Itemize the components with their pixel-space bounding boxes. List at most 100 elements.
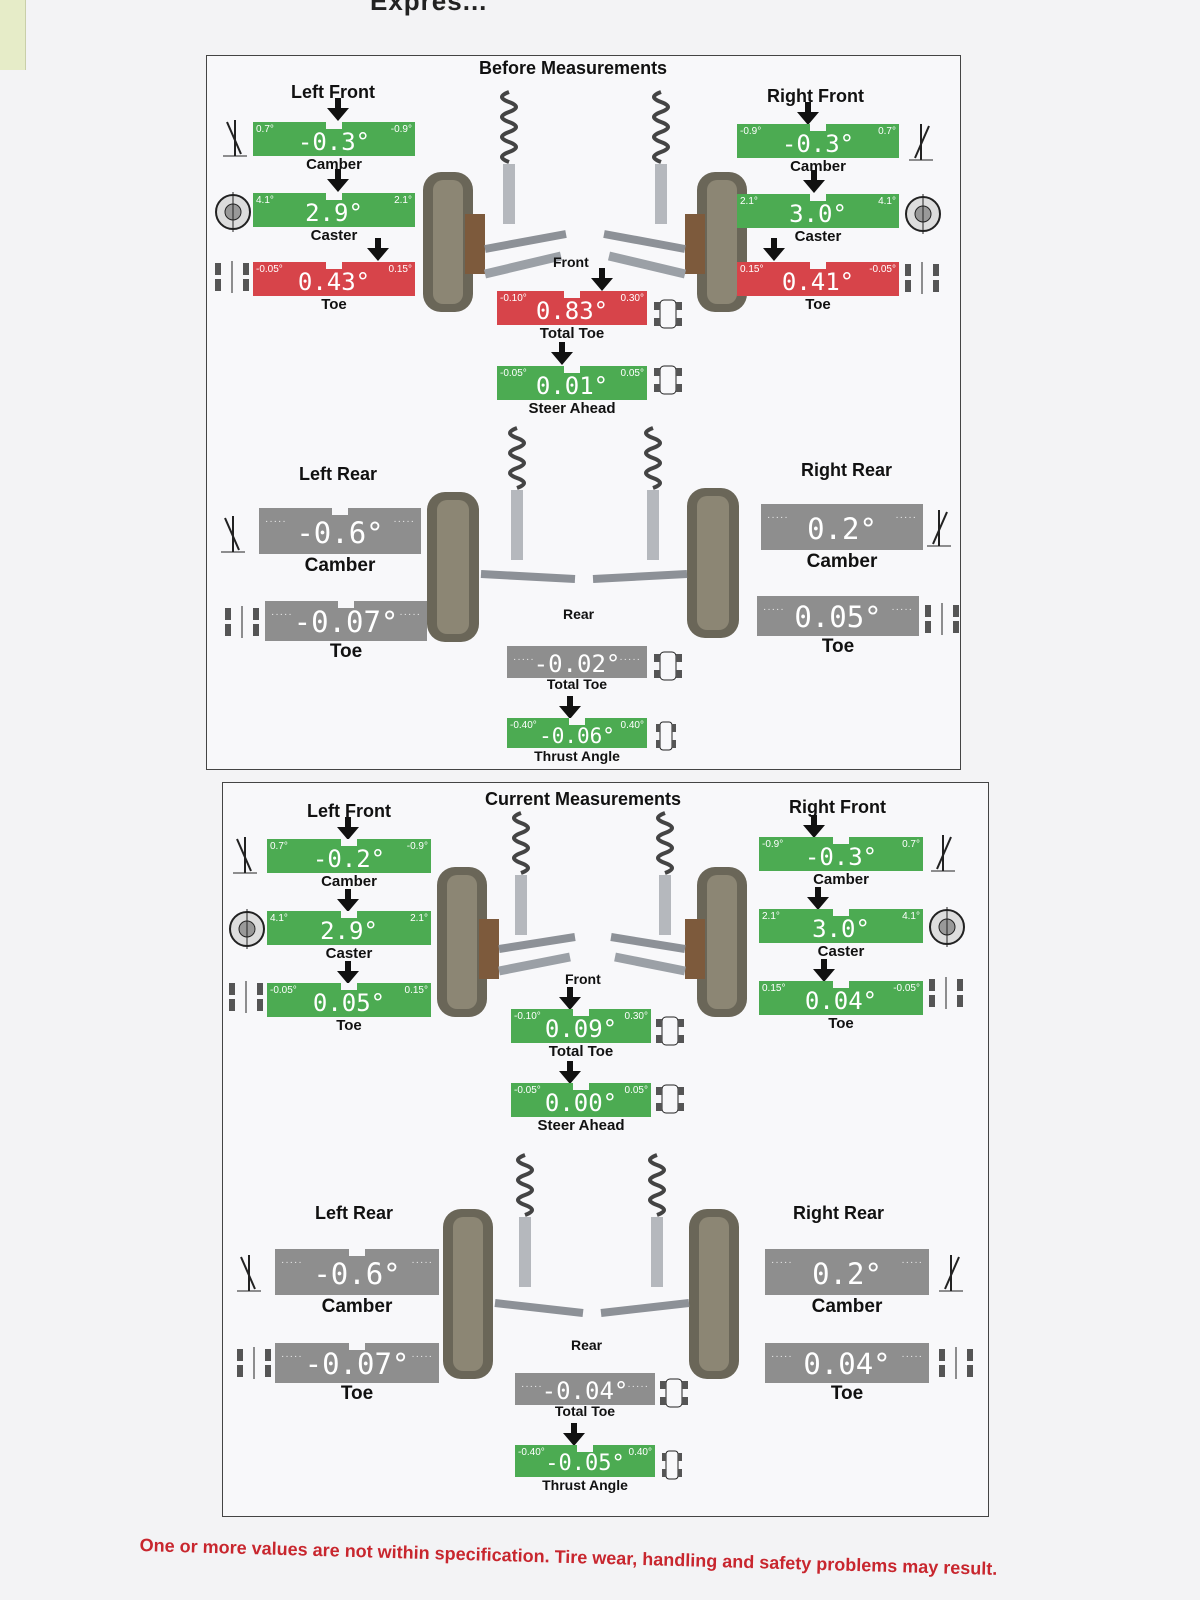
rr-camber-gauge: ····· ····· 0.2° Camber: [761, 504, 923, 574]
gauge-label: Caster: [817, 943, 865, 960]
gauge-min: -0.40°: [510, 720, 537, 731]
camber-icon: [237, 1255, 261, 1292]
rf-caster-gauge: 2.1° 4.1° 3.0° Caster: [759, 909, 923, 961]
gauge-bar: ····· ····· 0.2°: [761, 504, 923, 550]
gauge-value: 0.09°: [544, 1015, 618, 1043]
gauge-bar: 0.7° -0.9° -0.2°: [267, 839, 431, 873]
gauge-min: 4.1°: [256, 195, 274, 206]
front-suspension-diagram: [423, 90, 747, 312]
gauge-max: 4.1°: [902, 911, 920, 922]
gauge-value: 0.00°: [544, 1089, 618, 1117]
gauge-bar: ····· ····· -0.04°: [515, 1373, 655, 1405]
gauge-label: Total Toe: [546, 676, 608, 692]
toe-icon: [939, 1347, 973, 1379]
paper-edge: [0, 0, 26, 70]
gauge-min: ·····: [281, 1351, 303, 1362]
gauge-min: -0.05°: [270, 985, 297, 996]
vehicle-icon: [660, 1378, 688, 1408]
gauge-value: 2.9°: [305, 199, 363, 227]
out-of-spec-warning: One or more values are not within specif…: [139, 1535, 998, 1579]
gauge-min: 4.1°: [270, 913, 288, 924]
gauge-bar: 4.1° 2.1° 2.9°: [267, 911, 431, 945]
gauge-max: -0.9°: [390, 124, 412, 135]
panel-title: Before Measurements: [479, 58, 668, 78]
gauge-max: ·····: [901, 1257, 923, 1268]
gauge-value: 0.43°: [297, 268, 371, 296]
indicator-arrow: [803, 170, 825, 193]
caster-icon: [929, 907, 965, 947]
rr-toe-gauge: ····· ····· 0.05° Toe: [757, 596, 919, 666]
camber-icon: [233, 837, 257, 874]
gauge-max: 4.1°: [878, 196, 896, 207]
gauge-max: 0.40°: [620, 720, 644, 731]
indicator-arrow: [591, 268, 613, 291]
gauge-max: 2.1°: [394, 195, 412, 206]
gauge-label: Total Toe: [539, 325, 605, 342]
left-front-label: Left Front: [307, 801, 391, 821]
rr-camber-gauge: ····· ····· 0.2° Camber: [765, 1249, 929, 1319]
gauge-value: -0.2°: [312, 845, 386, 873]
gauge-max: 0.30°: [624, 1011, 648, 1022]
steer-ahead-gauge: -0.05° 0.05° 0.00° Steer Ahead: [511, 1083, 651, 1135]
gauge-max: ·····: [619, 654, 641, 665]
gauge-value: 0.2°: [807, 512, 877, 546]
rear-suspension-diagram: [427, 426, 739, 642]
rf-camber-gauge: -0.9° 0.7° -0.3° Camber: [759, 837, 923, 889]
gauge-value: 0.01°: [535, 372, 609, 400]
indicator-arrow: [337, 889, 359, 912]
gauge-min: -0.05°: [500, 368, 527, 379]
indicator-arrow: [559, 696, 581, 719]
gauge-max: 0.40°: [628, 1447, 652, 1458]
gauge-label: Camber: [321, 1296, 393, 1317]
lf-caster-gauge: 4.1° 2.1° 2.9° Caster: [253, 193, 415, 245]
toe-icon: [225, 606, 259, 638]
lf-toe-gauge: -0.05° 0.15° 0.43° Toe: [253, 262, 415, 314]
thrust-angle-gauge: -0.40° 0.40° -0.05° Thrust Angle: [515, 1445, 655, 1497]
camber-icon: [223, 120, 247, 157]
gauge-bar: ····· ····· -0.6°: [275, 1249, 439, 1295]
indicator-arrow: [807, 887, 829, 910]
lf-camber-gauge: 0.7° -0.9° -0.2° Camber: [267, 839, 431, 891]
gauge-bar: -0.40° 0.40° -0.06°: [507, 718, 647, 748]
gauge-bar: ····· ····· -0.07°: [275, 1343, 439, 1383]
gauge-bar: 0.7° -0.9° -0.3°: [253, 122, 415, 156]
panel-title: Current Measurements: [485, 789, 682, 809]
gauge-label: Thrust Angle: [542, 1477, 628, 1493]
gauge-label: Camber: [321, 873, 377, 890]
left-rear-label: Left Rear: [299, 464, 378, 484]
gauge-bar: 2.1° 4.1° 3.0°: [737, 194, 899, 228]
gauge-label: Toe: [340, 1383, 374, 1404]
gauge-value: 0.41°: [781, 268, 855, 296]
camber-icon: [931, 835, 955, 872]
indicator-arrow: [337, 961, 359, 984]
gauge-max: -0.9°: [406, 841, 428, 852]
indicator-arrow: [559, 1061, 581, 1084]
gauge-value: -0.6°: [296, 516, 384, 550]
rf-toe-gauge: 0.15° -0.05° 0.04° Toe: [759, 981, 923, 1033]
gauge-bar: -0.9° 0.7° -0.3°: [759, 837, 923, 871]
gauge-label: Camber: [306, 156, 362, 173]
gauge-max: 0.05°: [620, 368, 644, 379]
toe-icon: [237, 1347, 271, 1379]
vehicle-icon: [654, 299, 682, 329]
front-label: Front: [553, 254, 589, 270]
rear-label: Rear: [571, 1337, 603, 1353]
camber-icon: [909, 124, 933, 161]
report-title: Expres...: [370, 0, 488, 16]
gauge-max: -0.05°: [869, 264, 896, 275]
rear-label: Rear: [563, 606, 595, 622]
gauge-value: -0.6°: [313, 1257, 401, 1291]
gauge-max: ·····: [399, 609, 421, 620]
indicator-arrow: [563, 1423, 585, 1446]
gauge-max: ·····: [901, 1351, 923, 1362]
gauge-label: Toe: [805, 296, 831, 313]
gauge-value: -0.3°: [297, 128, 371, 156]
gauge-max: ·····: [411, 1351, 433, 1362]
gauge-bar: ····· ····· 0.2°: [765, 1249, 929, 1295]
indicator-arrow: [337, 817, 359, 840]
caster-icon: [905, 194, 941, 234]
gauge-value: -0.04°: [541, 1377, 629, 1405]
gauge-min: 0.15°: [740, 264, 764, 275]
indicator-arrow: [367, 238, 389, 261]
gauge-value: -0.3°: [781, 130, 855, 158]
